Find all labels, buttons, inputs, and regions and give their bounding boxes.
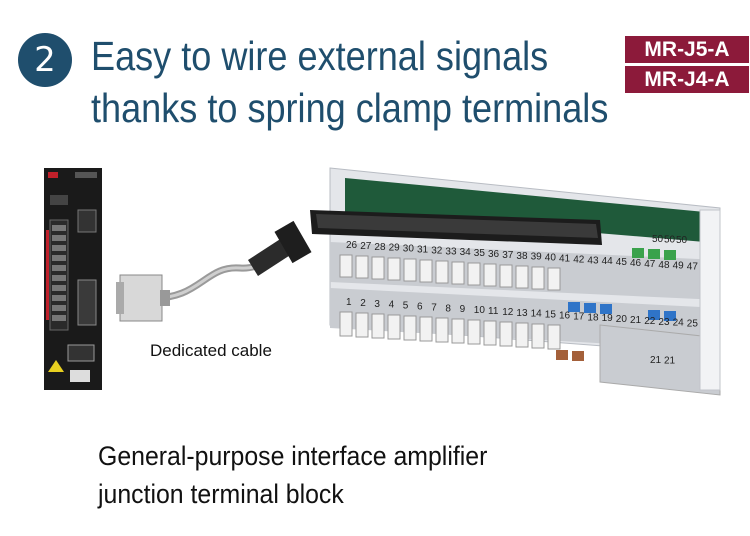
terminal-side-label-top-1: 50 [664, 234, 676, 245]
terminal-number-top-16: 42 [573, 254, 585, 265]
terminal-number-bottom-24: 25 [687, 319, 699, 330]
terminal-side-label-bottom-1: 21 [664, 356, 676, 367]
terminal-number-bottom-8: 9 [460, 304, 466, 315]
terminal-number-top-2: 28 [374, 242, 386, 253]
terminal-number-bottom-17: 18 [587, 312, 599, 323]
terminal-number-top-4: 30 [403, 244, 415, 255]
terminal-number-bottom-0: 1 [346, 297, 352, 308]
terminal-number-top-21: 47 [644, 259, 656, 270]
terminal-number-bottom-14: 15 [545, 310, 557, 321]
terminal-number-bottom-15: 16 [559, 311, 571, 322]
terminal-number-top-8: 34 [460, 247, 472, 258]
terminal-number-top-24: 47 [687, 262, 699, 273]
terminal-number-top-22: 48 [658, 260, 670, 271]
terminal-number-top-5: 31 [417, 245, 429, 256]
terminal-number-top-9: 35 [474, 248, 486, 259]
terminal-number-top-6: 32 [431, 245, 443, 256]
terminal-number-top-19: 45 [616, 257, 628, 268]
terminal-number-bottom-5: 6 [417, 302, 423, 313]
headline-line-2: thanks to spring clamp terminals [91, 85, 609, 131]
terminal-number-bottom-3: 4 [389, 300, 395, 311]
terminal-number-top-17: 43 [587, 255, 599, 266]
terminal-number-bottom-10: 11 [488, 306, 499, 317]
terminal-side-label-top-2: 50 [676, 235, 688, 246]
servo-amplifier-image [44, 168, 102, 390]
terminal-number-bottom-4: 5 [403, 301, 409, 312]
terminal-number-bottom-2: 3 [374, 299, 380, 310]
terminal-number-top-14: 40 [545, 253, 557, 264]
model-tag-mr-j4-a: MR-J4-A [625, 66, 749, 93]
terminal-number-top-20: 46 [630, 258, 642, 269]
terminal-number-top-1: 27 [360, 241, 372, 252]
terminal-number-bottom-7: 8 [445, 303, 451, 314]
terminal-number-bottom-19: 20 [616, 314, 628, 325]
terminal-number-top-11: 37 [502, 250, 514, 261]
terminal-number-bottom-11: 12 [502, 307, 514, 318]
model-tags: MR-J5-A MR-J4-A [625, 36, 749, 96]
terminal-number-bottom-13: 14 [531, 309, 543, 320]
model-tag-mr-j5-a: MR-J5-A [625, 36, 749, 63]
terminal-number-top-7: 33 [445, 246, 457, 257]
terminal-number-bottom-1: 2 [360, 298, 366, 309]
terminal-number-top-15: 41 [559, 254, 571, 265]
product-caption: General-purpose interface amplifier junc… [98, 437, 487, 513]
terminal-number-bottom-20: 21 [630, 315, 642, 326]
terminal-number-top-23: 49 [673, 261, 685, 272]
terminal-number-top-18: 44 [602, 256, 614, 267]
terminal-number-top-0: 26 [346, 240, 358, 251]
terminal-number-top-3: 29 [389, 243, 401, 254]
terminal-number-bottom-18: 19 [602, 313, 614, 324]
terminal-number-bottom-23: 24 [673, 318, 685, 329]
caption-line-1: General-purpose interface amplifier [98, 441, 488, 471]
terminal-number-top-10: 36 [488, 249, 500, 260]
terminal-number-top-12: 38 [516, 251, 528, 262]
terminal-number-bottom-9: 10 [474, 305, 486, 316]
terminal-number-bottom-6: 7 [431, 302, 437, 313]
terminal-side-label-bottom-0: 21 [650, 355, 662, 366]
terminal-number-bottom-21: 22 [644, 316, 656, 327]
terminal-number-bottom-16: 17 [573, 311, 585, 322]
cable-label: Dedicated cable [150, 341, 272, 360]
terminal-side-label-top-0: 50 [652, 234, 664, 245]
dedicated-cable-image [116, 220, 312, 322]
terminal-number-bottom-22: 23 [658, 317, 670, 328]
headline-line-1: Easy to wire external signals [91, 33, 549, 79]
headline: Easy to wire external signals thanks to … [91, 30, 608, 134]
caption-line-2: junction terminal block [98, 479, 344, 509]
step-number-badge: 2 [18, 33, 72, 87]
step-number: 2 [34, 40, 56, 80]
terminal-number-bottom-12: 13 [516, 308, 528, 319]
terminal-number-top-13: 39 [531, 252, 543, 263]
